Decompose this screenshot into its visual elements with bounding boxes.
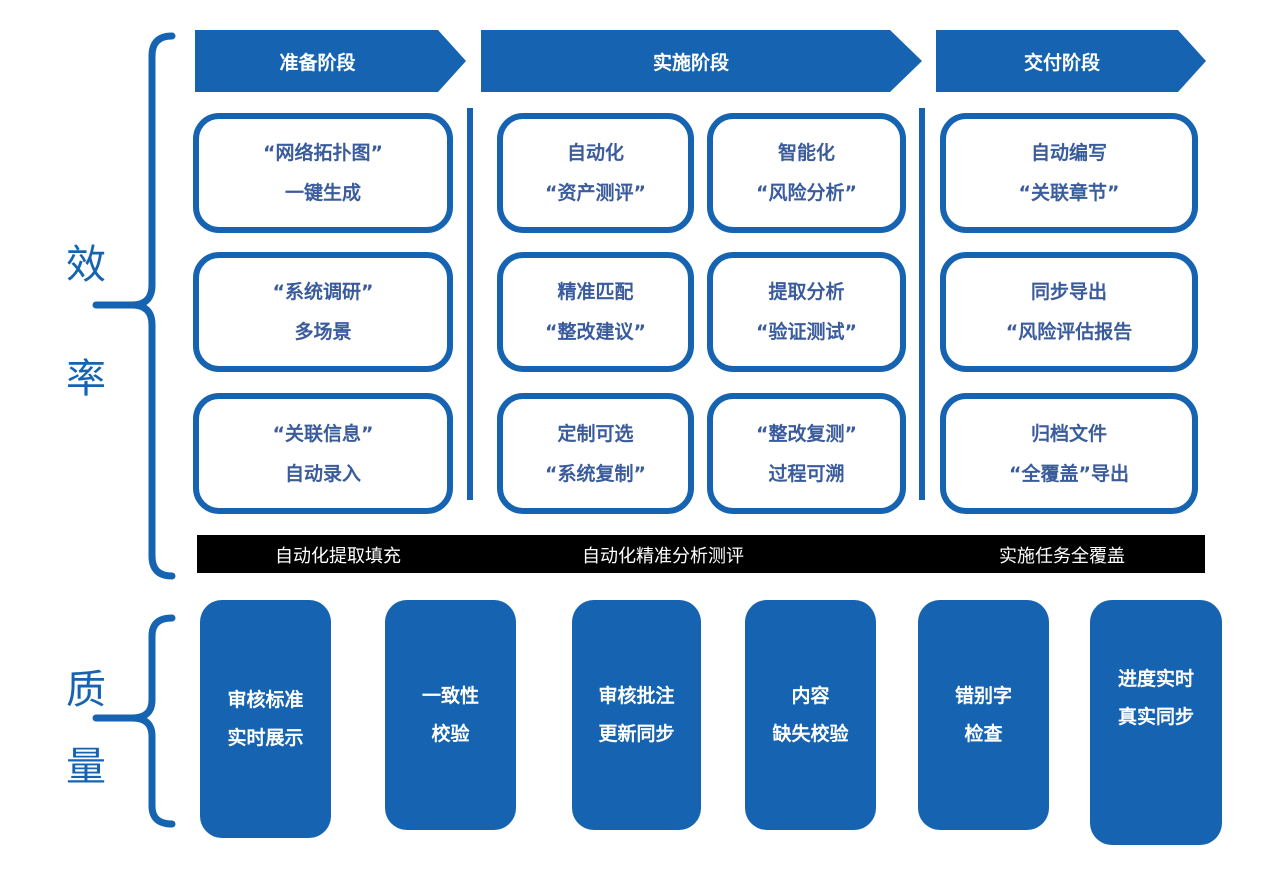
text-line: “关联信息” xyxy=(272,422,374,445)
text-line: “整改复测” xyxy=(756,422,857,445)
text-line: 内容 xyxy=(791,685,830,707)
divider xyxy=(919,108,925,500)
text-line: “验证测试” xyxy=(756,321,857,343)
feature-box: 精准匹配 “整改建议” xyxy=(497,252,694,372)
text-line: 多场景 xyxy=(294,321,352,343)
text-line: 定制可选 xyxy=(557,422,634,445)
text-line: 更新同步 xyxy=(598,723,675,745)
text-line: “整改建议” xyxy=(545,321,646,343)
feature-box: 智能化 “风险分析” xyxy=(707,113,906,233)
text-line: 真实同步 xyxy=(1117,706,1194,728)
quality-item: 内容缺失校验 xyxy=(745,600,876,830)
phase-impl: 实施阶段 xyxy=(652,51,729,74)
text-line: 同步导出 xyxy=(1030,281,1107,303)
phase-prep: 准备阶段 xyxy=(279,51,356,74)
text-line: 自动编写 xyxy=(1030,142,1107,164)
bar-label-deliver: 实施任务全覆盖 xyxy=(999,546,1125,567)
text-line: 实时展示 xyxy=(227,727,304,749)
phase-deliver: 交付阶段 xyxy=(1023,51,1100,74)
text-line: “系统复制” xyxy=(545,462,646,485)
quality-item: 审核批注更新同步 xyxy=(572,600,701,830)
text-line: 审核标准 xyxy=(227,689,304,711)
text-line: “关联章节” xyxy=(1018,182,1120,204)
text-line: 一键生成 xyxy=(284,182,361,204)
feature-box: “整改复测” 过程可溯 xyxy=(707,393,906,514)
text-line: 归档文件 xyxy=(1030,422,1107,445)
bar-label-prep: 自动化提取填充 xyxy=(275,546,401,567)
efficiency-label-1: 效 xyxy=(66,242,106,288)
phase-arrow-deliver xyxy=(936,30,1206,92)
quality-brace xyxy=(92,614,176,828)
quality-item: 一致性校验 xyxy=(385,600,516,830)
text-line: “资产测评” xyxy=(545,182,646,204)
text-line: 检查 xyxy=(964,723,1003,745)
feature-box: 提取分析 “验证测试” xyxy=(707,252,906,372)
quality-item: 审核标准实时展示 xyxy=(200,600,331,838)
text-line: 提取分析 xyxy=(768,281,845,303)
text-line: 一致性 xyxy=(421,685,479,707)
feature-box: 定制可选 “系统复制” xyxy=(497,393,694,514)
feature-box: “网络拓扑图” 一键生成 xyxy=(193,113,453,233)
feature-box: 自动化 “资产测评” xyxy=(497,113,694,233)
text-line: “全覆盖”导出 xyxy=(1009,462,1129,485)
quality-item: 进度实时真实同步 xyxy=(1090,600,1222,845)
text-line: 智能化 xyxy=(777,142,835,164)
text-line: “风险评估报告 xyxy=(1005,321,1133,343)
text-line: 审核批注 xyxy=(598,685,675,707)
feature-box: 同步导出 “风险评估报告 xyxy=(940,252,1198,372)
feature-box: 自动编写 “关联章节” xyxy=(940,113,1198,233)
text-line: “系统调研” xyxy=(272,281,374,303)
phase-arrow-prep xyxy=(195,30,466,92)
efficiency-label-2: 率 xyxy=(66,356,106,402)
text-line: 精准匹配 xyxy=(557,281,634,303)
text-line: 校验 xyxy=(431,723,470,745)
efficiency-brace xyxy=(92,32,176,580)
divider xyxy=(467,108,473,500)
quality-label-1: 质 xyxy=(66,667,106,713)
text-line: 缺失校验 xyxy=(772,723,849,745)
text-line: 自动化 xyxy=(566,142,624,164)
text-line: “网络拓扑图” xyxy=(263,142,383,164)
text-line: “风险分析” xyxy=(756,182,857,204)
bar-label-impl: 自动化精准分析测评 xyxy=(582,546,744,567)
feature-box: 归档文件 “全覆盖”导出 xyxy=(940,393,1198,514)
phase-arrow-impl xyxy=(481,30,922,92)
feature-box: “关联信息” 自动录入 xyxy=(193,393,453,514)
quality-label-2: 量 xyxy=(66,744,106,790)
text-line: 错别字 xyxy=(954,685,1012,707)
text-line: 进度实时 xyxy=(1117,668,1194,690)
text-line: 自动录入 xyxy=(284,462,361,485)
summary-bar: 自动化提取填充 自动化精准分析测评 实施任务全覆盖 xyxy=(197,535,1205,573)
feature-box: “系统调研” 多场景 xyxy=(193,252,453,372)
text-line: 过程可溯 xyxy=(768,462,845,485)
quality-item: 错别字检查 xyxy=(918,600,1049,830)
